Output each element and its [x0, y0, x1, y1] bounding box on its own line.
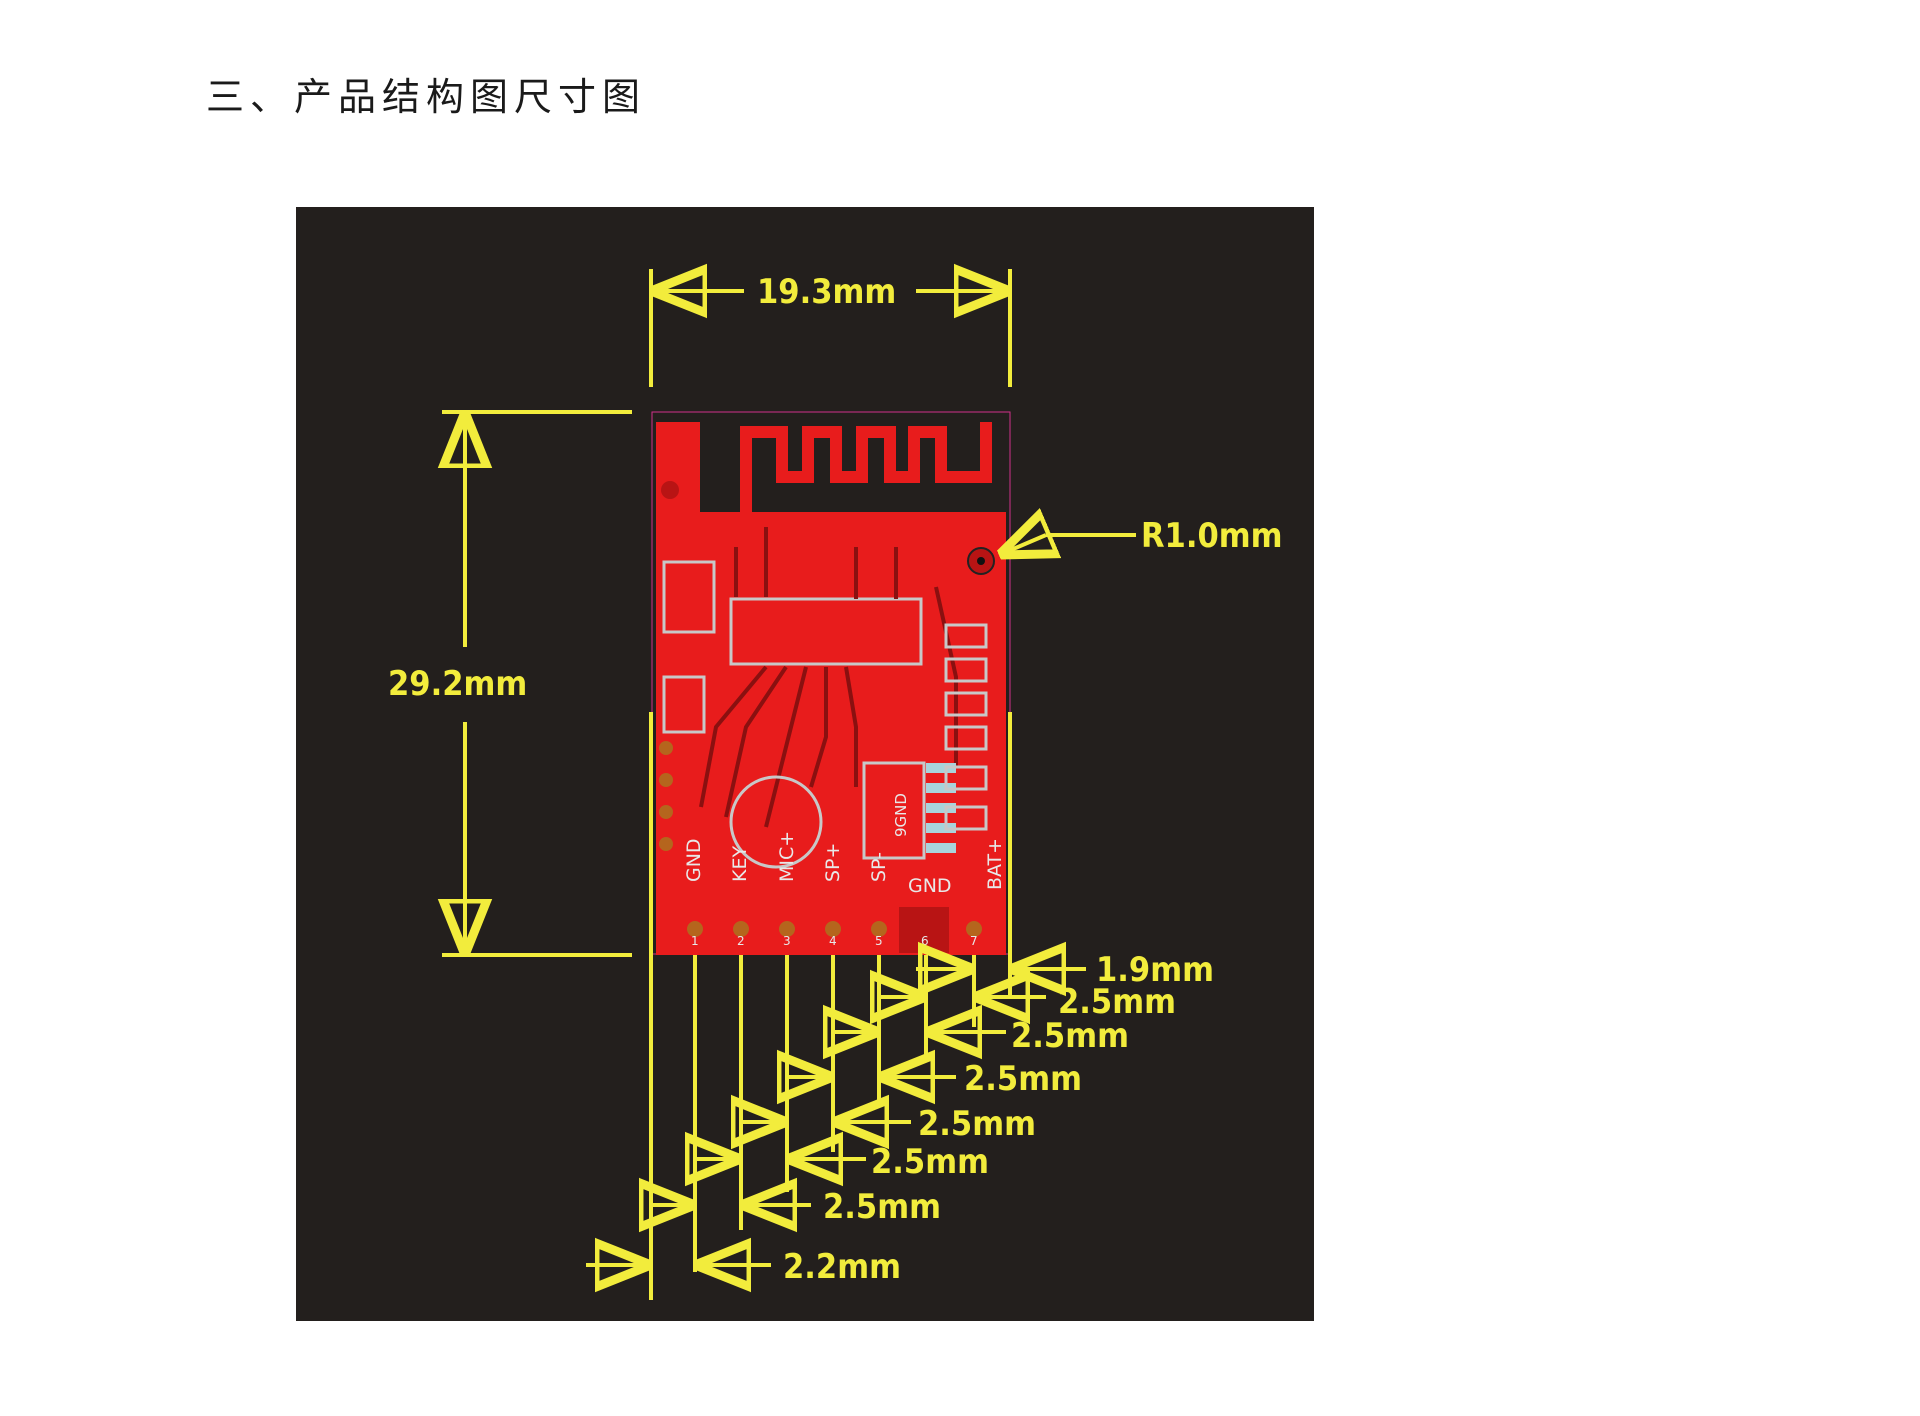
ic-outline	[729, 597, 923, 666]
pin-number: 1	[691, 934, 699, 948]
pitch-label: 2.5mm	[1011, 1016, 1129, 1056]
pin-number: 7	[970, 934, 978, 948]
pin-pitch-dimensions	[586, 712, 1086, 1300]
pin-number: 3	[783, 934, 791, 948]
pin-number: 6	[921, 934, 929, 948]
drawing-canvas: 9GND GND KEY MIC+ SP+ SP- GND BAT+	[296, 207, 1314, 1321]
mounting-hole-center	[977, 557, 985, 565]
pcb-board: 9GND GND KEY MIC+ SP+ SP- GND BAT+	[651, 411, 1011, 955]
mic-outline	[729, 775, 823, 869]
section-title: 三、产品结构图尺寸图	[206, 75, 647, 119]
pitch-label: 2.5mm	[918, 1104, 1036, 1144]
pin-number: 4	[829, 934, 837, 948]
pin-label-bat: BAT+	[984, 838, 1006, 890]
board-copper	[656, 512, 1006, 955]
chip-outline	[862, 761, 926, 860]
component-outline	[662, 560, 716, 634]
component-outline	[662, 675, 706, 734]
pitch-label: 2.5mm	[1058, 982, 1176, 1022]
pin-label-gnd: GND	[683, 838, 705, 882]
pin-number: 2	[737, 934, 745, 948]
fiducial	[661, 481, 679, 499]
pin-number: 5	[875, 934, 883, 948]
pcb-traces	[699, 527, 958, 828]
radius-label: R1.0mm	[1141, 516, 1283, 556]
antenna-trace	[740, 422, 992, 525]
width-label: 19.3mm	[757, 272, 896, 312]
dimension-drawing: 9GND GND KEY MIC+ SP+ SP- GND BAT+	[296, 207, 1314, 1321]
pin-label-gnd-2: GND	[908, 875, 952, 897]
pitch-label: 2.5mm	[871, 1142, 989, 1182]
width-dimension	[649, 269, 1012, 387]
pin-label-sp-minus: SP-	[868, 852, 890, 882]
pin-label-sp-plus: SP+	[822, 843, 844, 882]
board-copper-corner	[656, 422, 700, 512]
pin-label-key: KEY	[729, 846, 751, 882]
radius-leader	[999, 535, 1136, 555]
pitch-label: 2.5mm	[964, 1059, 1082, 1099]
pin-pads	[687, 907, 982, 953]
height-dimension	[442, 410, 632, 957]
pin-label-mic: MIC+	[776, 831, 798, 882]
chip-label: 9GND	[892, 793, 910, 837]
edge-vias	[659, 741, 673, 851]
pitch-label: 2.5mm	[823, 1187, 941, 1227]
chip-pads	[926, 763, 956, 853]
pitch-label: 2.2mm	[783, 1247, 901, 1287]
right-component-outlines	[944, 623, 988, 831]
height-label: 29.2mm	[388, 664, 527, 704]
pitch-label: 1.9mm	[1096, 950, 1214, 990]
